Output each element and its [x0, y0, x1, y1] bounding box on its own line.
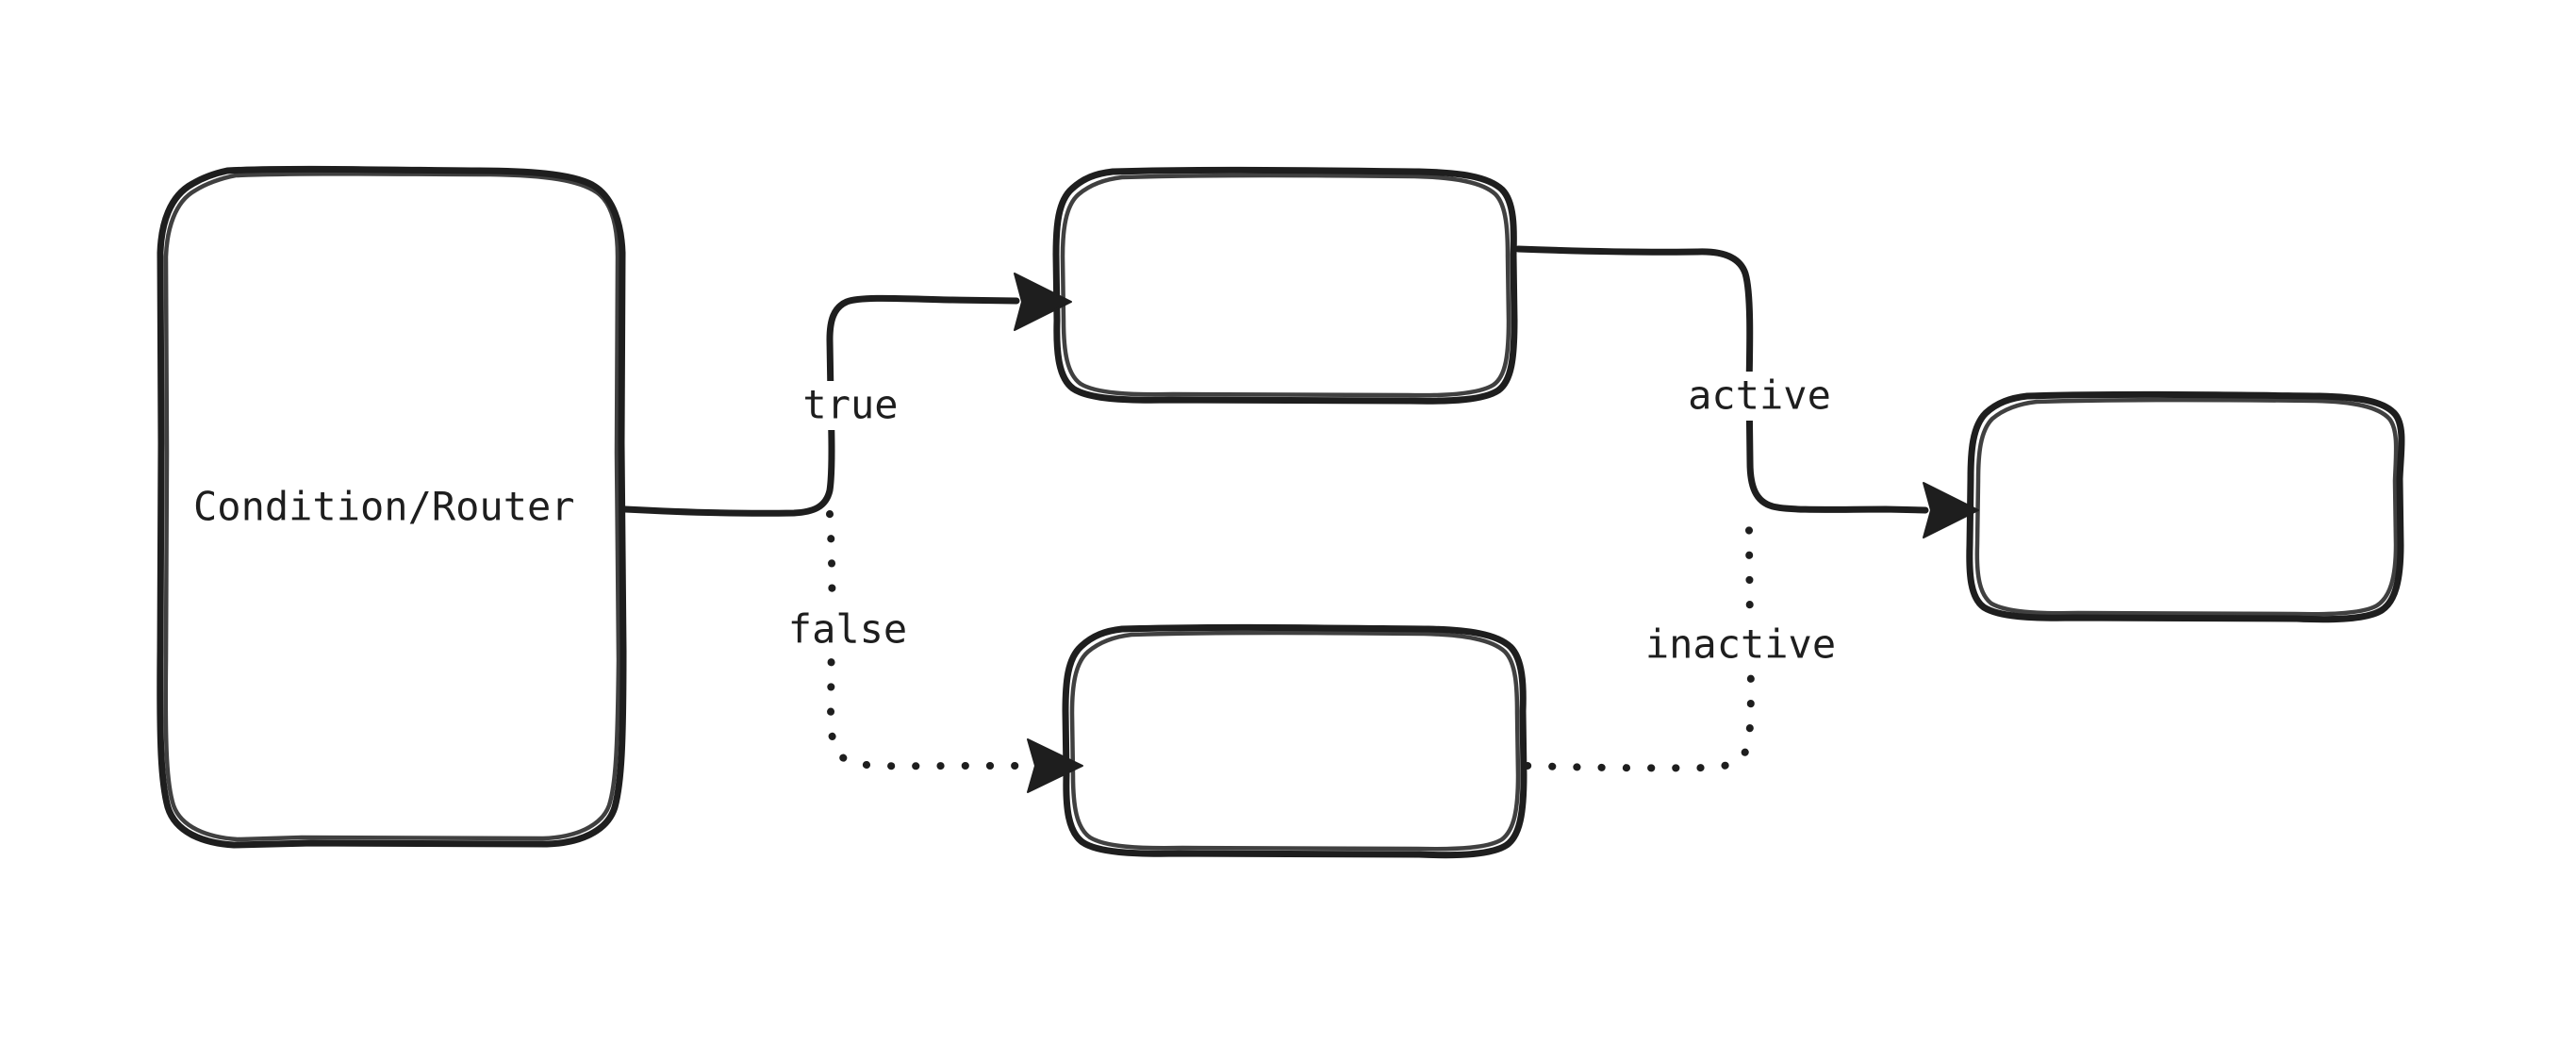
edge-active-arrowhead — [1923, 482, 1979, 538]
edge-false[interactable] — [826, 510, 1083, 793]
edge-active-label-backdrop — [1676, 372, 1846, 421]
edge-true-label: true — [802, 382, 898, 428]
edge-inactive-label: inactive — [1645, 621, 1836, 668]
node-router-shape-sketch — [163, 172, 621, 842]
edge-true-line[interactable] — [621, 294, 1020, 517]
node-true-branch[interactable] — [1052, 166, 1518, 405]
edge-false-label: false — [788, 606, 907, 653]
node-router-label: Condition/Router — [193, 484, 575, 530]
edge-inactive[interactable] — [1524, 508, 1755, 772]
edge-true-arrowhead — [1014, 273, 1072, 331]
node-false-branch-shape-sketch — [1069, 630, 1521, 852]
node-false-branch[interactable] — [1062, 623, 1527, 859]
node-router-shape[interactable] — [157, 165, 627, 849]
edge-true-label-backdrop — [788, 381, 913, 430]
edge-active[interactable] — [1514, 245, 1979, 538]
edge-false-label-backdrop — [773, 605, 924, 654]
edge-active-label-group: active — [1676, 372, 1846, 421]
node-true-branch-shape-sketch — [1060, 173, 1511, 398]
node-merge-target-shape-sketch — [1974, 397, 2399, 617]
node-true-branch-shape[interactable] — [1052, 166, 1518, 405]
edge-false-line[interactable] — [826, 510, 1033, 770]
edge-inactive-label-backdrop — [1643, 621, 1842, 670]
node-false-branch-shape[interactable] — [1062, 623, 1527, 859]
edge-true[interactable] — [621, 273, 1072, 517]
node-router[interactable]: Condition/Router — [157, 165, 627, 849]
edge-false-label-group: false — [773, 605, 924, 654]
node-merge-target-shape[interactable] — [1966, 390, 2405, 623]
edge-inactive-line[interactable] — [1524, 508, 1755, 772]
edge-inactive-label-group: inactive — [1643, 621, 1842, 670]
edge-false-arrowhead — [1027, 738, 1083, 793]
edge-true-label-group: true — [788, 381, 913, 430]
edge-active-label: active — [1688, 373, 1831, 419]
edge-active-line[interactable] — [1514, 245, 1929, 514]
node-merge-target[interactable] — [1966, 390, 2405, 623]
